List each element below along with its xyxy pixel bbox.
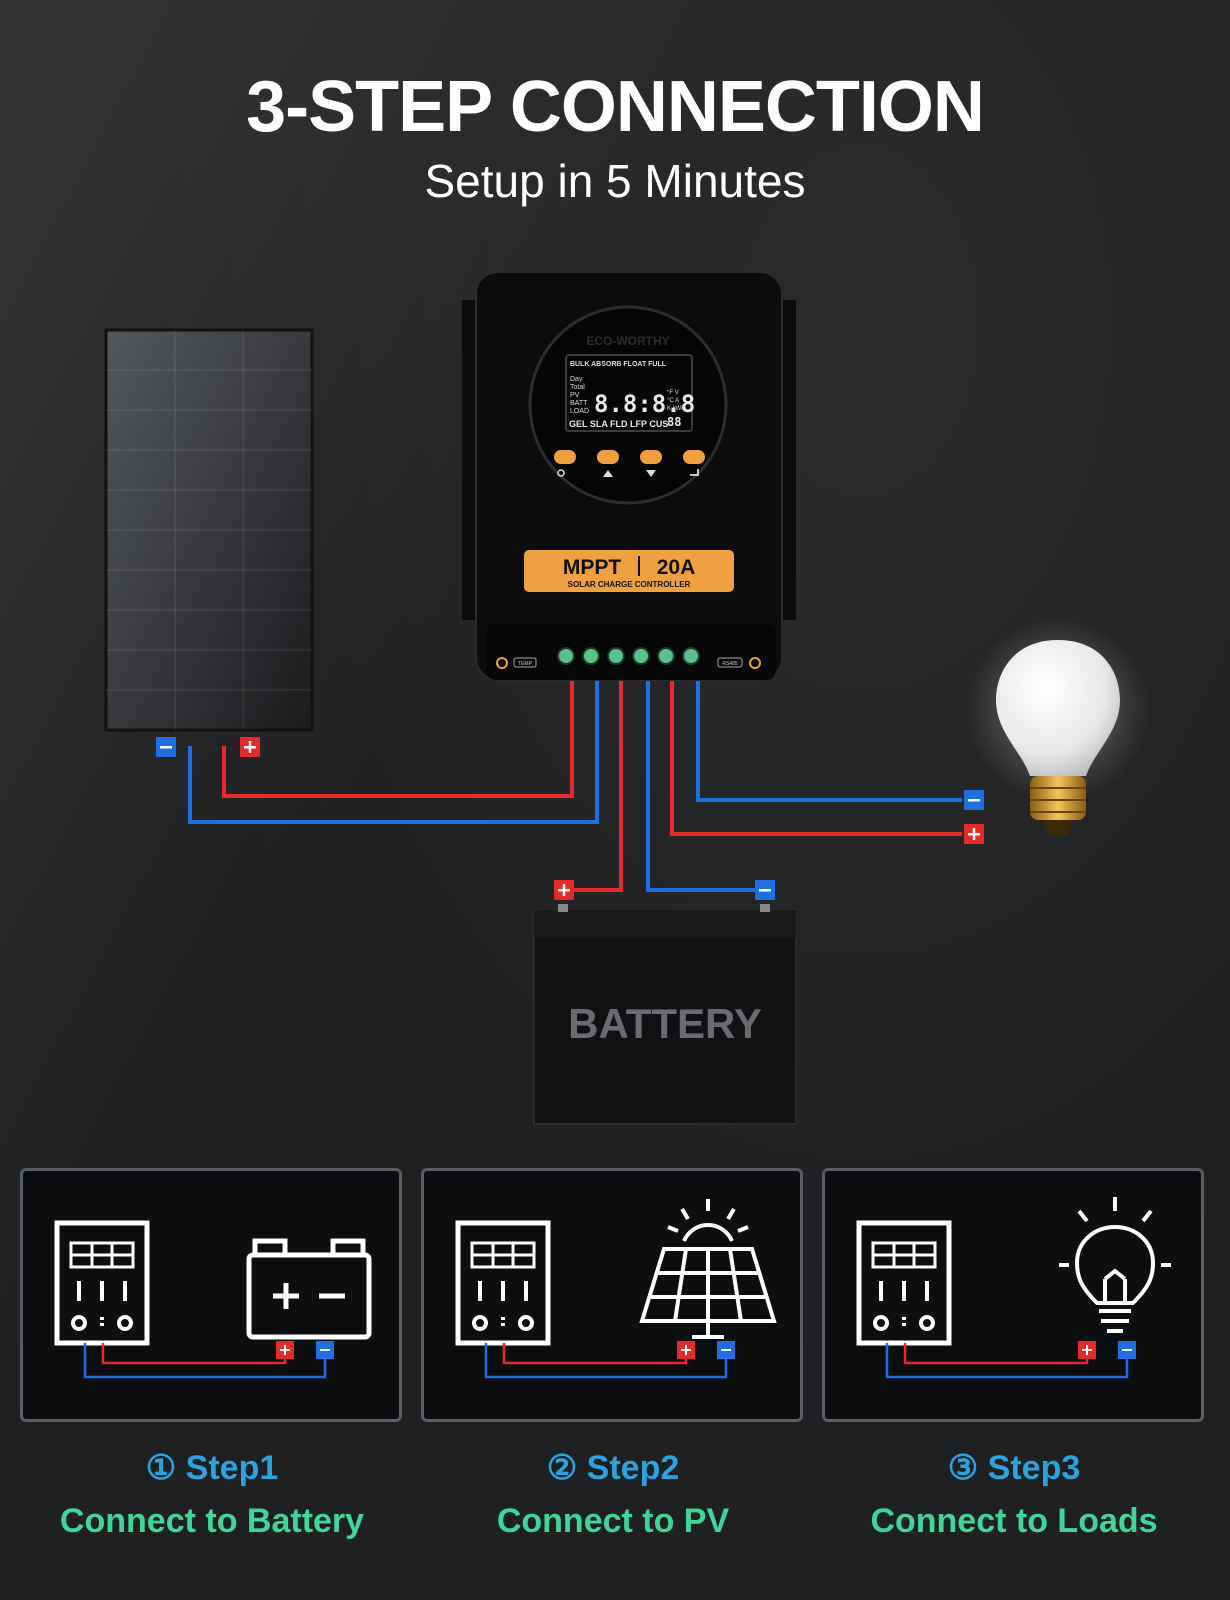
battery-label: BATTERY (568, 1000, 762, 1047)
controller-label-plate (524, 550, 734, 592)
pv-negative-wire (188, 680, 599, 824)
page-title: 3-STEP CONNECTION (246, 67, 985, 147)
lcd-label-pv: PV (570, 392, 580, 399)
temp-port-label: TEMP (518, 661, 533, 667)
lcd-label-day: Day (570, 376, 583, 383)
wires (188, 680, 962, 892)
battery-negative-wire (646, 680, 762, 892)
load-positive-wire (670, 680, 962, 836)
lcd-label-batt: BATT (570, 400, 588, 407)
lcd-unit-1: °F V (667, 390, 679, 396)
terminal-block (557, 647, 700, 665)
controller-type-label: MPPT (563, 556, 622, 579)
controller-buttons (554, 450, 705, 477)
lcd-bottom-text: GEL SLA FLD LFP CUS (569, 419, 668, 429)
load-plus-tag (964, 824, 984, 844)
battery-plus-tag (554, 880, 574, 900)
load-minus-tag (964, 790, 984, 810)
pv-plus-tag (240, 737, 260, 757)
battery-icon (246, 1238, 372, 1340)
enter-button (683, 450, 705, 464)
menu-button (554, 450, 576, 464)
wiring-diagram: ECO-WORTHY BULK ABSORB FLOAT FULL Day To… (104, 271, 1150, 1125)
light-bulb (966, 618, 1150, 836)
solar-panel-icon (639, 1199, 777, 1339)
settings-icon (557, 469, 565, 477)
controller-icon (54, 1220, 150, 1346)
step3-description: Connect to Loads (870, 1502, 1158, 1540)
lcd-top-text: BULK ABSORB FLOAT FULL (570, 361, 667, 368)
step2-card (421, 1168, 803, 1422)
controller-brand: ECO-WORTHY (586, 334, 669, 348)
battery-minus-tag (755, 880, 775, 900)
controller-sub-label: SOLAR CHARGE CONTROLLER (568, 580, 691, 589)
step1-number: ① Step1 (145, 1449, 279, 1487)
rs485-port-label: RS485 (722, 661, 738, 667)
step2-description: Connect to PV (496, 1502, 730, 1540)
step3-card (822, 1168, 1204, 1422)
lcd-small-digits: 88 (667, 415, 681, 429)
down-button (640, 450, 662, 464)
lcd-label-total: Total (570, 384, 585, 391)
step1-card (20, 1168, 402, 1422)
lcd-label-load: LOAD (570, 408, 589, 415)
charge-controller: ECO-WORTHY BULK ABSORB FLOAT FULL Day To… (462, 271, 796, 681)
controller-icon (856, 1220, 952, 1346)
lcd-digits: 8.8:8.8 (594, 390, 695, 418)
up-arrow-icon (603, 470, 613, 477)
load-negative-wire (696, 680, 962, 802)
pv-positive-wire (222, 680, 574, 798)
down-arrow-icon (646, 470, 656, 477)
lcd-unit-2: °C A (667, 398, 679, 404)
controller-rating-label: 20A (657, 556, 696, 579)
step3-number: ③ Step3 (947, 1449, 1081, 1487)
pv-minus-tag (156, 737, 176, 757)
step1-diagram (54, 1220, 372, 1379)
step2-diagram (455, 1199, 777, 1379)
up-button (597, 450, 619, 464)
battery-positive-wire (566, 680, 623, 892)
step3-diagram (856, 1197, 1171, 1379)
lcd-unit-3: K kWh (667, 406, 685, 412)
page-subtitle: Setup in 5 Minutes (424, 155, 806, 207)
step1-description: Connect to Battery (59, 1502, 365, 1540)
polarity-tags (156, 737, 984, 900)
step2-number: ② Step2 (546, 1449, 680, 1487)
solar-panel (104, 328, 314, 732)
battery: BATTERY (533, 904, 797, 1125)
enter-icon (690, 469, 699, 476)
controller-icon (455, 1220, 551, 1346)
light-bulb-icon (1059, 1197, 1171, 1333)
